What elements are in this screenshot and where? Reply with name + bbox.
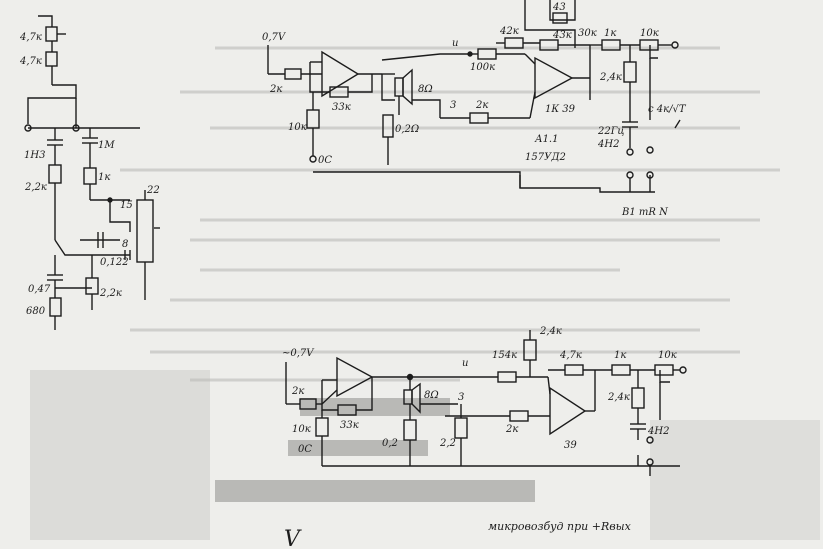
label-spk-bottom: 8Ω [424, 390, 439, 401]
label-r-24k-b-bottom: 2,4к [607, 392, 630, 403]
label-r-24k-bottom: 2,4к [539, 326, 562, 337]
label-r-43-top: 43 [552, 2, 566, 13]
label-c-047: 0,47 [28, 284, 51, 295]
label-spk-top: 8Ω [418, 84, 433, 95]
label-c-4n2-bottom: 4Н2 [647, 426, 669, 437]
top-right-circuit [267, 0, 681, 193]
label-r-30k-top: 30к [578, 28, 597, 39]
label-freq-top: В1 тR N [621, 207, 669, 218]
label-r-02-top: 0,2Ω [395, 124, 419, 135]
label-a11-top: А1.1 [534, 134, 558, 145]
label-c-4k-top: с 4к/√Т [648, 104, 687, 115]
label-r-2k2: 2,2к [24, 182, 47, 193]
label-r-1k: 1к [98, 172, 110, 183]
label-r-22k: 2,2к [99, 288, 122, 299]
label-r-2k-b-top: 2к [475, 100, 488, 111]
label-r-680: 680 [26, 306, 46, 317]
label-num-22: 22 [146, 185, 160, 196]
label-r-33k-top: 33к [332, 102, 351, 113]
label-v-in-top: 0,7V [262, 32, 287, 43]
label-r-10k-bottom: 10к [292, 424, 311, 435]
label-r-10k-b-bottom: 10к [658, 350, 677, 361]
label-c-1n3: 1Н3 [24, 150, 45, 161]
label-gnd-bottom: 0С [298, 444, 312, 455]
label-r-100k-top: 100к [470, 62, 495, 73]
label-r-top2: 4,7к [19, 56, 42, 67]
label-r-2k-top: 2к [269, 84, 282, 95]
label-r-42k-top: 42к [499, 26, 519, 37]
label-r-154k-bottom: 154к [492, 350, 517, 361]
label-c-8: 8 [122, 239, 128, 250]
label-c-4n2-top: 4Н2 [597, 139, 619, 150]
label-r-33k-bottom: 33к [340, 420, 359, 431]
label-c-1m: 1М [98, 140, 115, 151]
label-r-2k-bottom: 2к [291, 386, 304, 397]
bottom-circuit [285, 330, 687, 476]
bleed-through-bold [30, 370, 820, 540]
label-r-24k-top: 2,4к [599, 72, 622, 83]
label-r-2k-b-bottom: 2к [505, 424, 518, 435]
label-op-39-bottom: 39 [564, 440, 577, 451]
label-num-15: 15 [120, 200, 133, 211]
top-right-labels: 0,7V 2к 33к 10к 0С 8Ω 0,2Ω u 100к 42к 3 … [262, 2, 687, 218]
bottom-labels: ~0,7V 2к 33к 10к 0С 8Ω 0,2 2,2 u 3 154к … [282, 326, 677, 533]
label-c-0122: 0,122 [100, 257, 129, 268]
label-r-47k-bottom: 4,7к [559, 350, 582, 361]
top-left-circuit [24, 15, 160, 330]
label-r-02-bottom: 0,2 [382, 438, 398, 449]
label-r-1k-top: 1к [604, 28, 616, 39]
top-left-labels: 4,7к 4,7к 1Н3 1М 1к 2,2к 15 22 8 0,122 0… [19, 32, 160, 317]
bottom-note: микровозбуд при +Rвых [488, 520, 632, 533]
label-r-43b-top: 43к [552, 30, 572, 41]
label-r-top1: 4,7к [19, 32, 42, 43]
label-r-22-bottom: 2,2 [439, 438, 456, 449]
label-u-bottom: u [462, 358, 468, 369]
label-r-10k-b-top: 10к [640, 28, 659, 39]
label-part-157-top: 157УД2 [525, 152, 566, 163]
label-v-in-bottom: ~0,7V [282, 348, 315, 359]
label-f-22-top: 22Гц [597, 126, 624, 137]
label-op-139-top: 1К 39 [545, 104, 576, 115]
label-node3-bottom: 3 [458, 392, 464, 403]
label-r-10k-top: 10к [288, 122, 307, 133]
label-node3-top: 3 [450, 100, 456, 111]
label-r-1k-bottom: 1к [614, 350, 626, 361]
label-gnd-top: 0С [318, 155, 332, 166]
check-mark: V [284, 527, 302, 549]
label-u-top: u [452, 38, 458, 49]
